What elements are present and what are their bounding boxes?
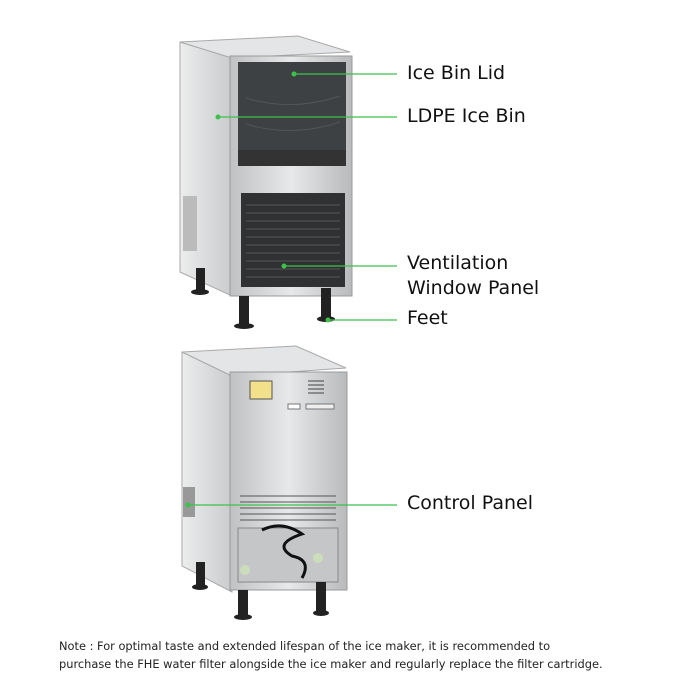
- label-ice-bin-lid: Ice Bin Lid: [407, 62, 506, 84]
- ice-maker-front-view: [179, 35, 353, 329]
- callout-line-ventilation: [281, 263, 397, 269]
- callout-line-ldpe-ice-bin: [215, 114, 397, 120]
- control-panel: [183, 487, 195, 517]
- ventilation-window-panel: [241, 193, 345, 287]
- ice-maker-back-view: [181, 345, 348, 620]
- note: Note : For optimal taste and extended li…: [59, 637, 679, 673]
- ice-bin-lid: [238, 62, 346, 166]
- label-ldpe-ice-bin: LDPE Ice Bin: [407, 105, 526, 127]
- label-ventilation-line2: Window Panel: [407, 277, 540, 299]
- label-control-panel: Control Panel: [407, 492, 533, 514]
- callout-line-control-panel: [185, 502, 397, 508]
- note-line-2: purchase the FHE water filter alongside …: [59, 657, 603, 671]
- callout-line-ice-bin-lid: [291, 71, 397, 77]
- label-ventilation-line1: Ventilation: [407, 252, 509, 274]
- note-line-1: Note : For optimal taste and extended li…: [59, 639, 551, 653]
- label-feet: Feet: [407, 307, 448, 329]
- callout-line-feet: [325, 317, 397, 323]
